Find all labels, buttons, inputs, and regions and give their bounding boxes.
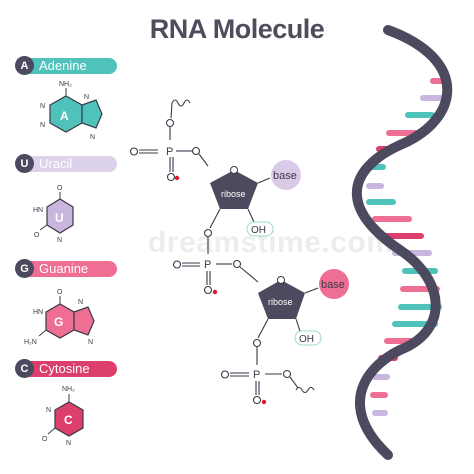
base-label-2: base [321,279,345,291]
adenine-n7: N [84,94,89,101]
uracil-ring-letter: U [55,211,64,225]
legend-adenine: A Adenine [15,56,117,75]
cytosine-n1: N [66,440,71,447]
legend-cytosine: C Cytosine [15,359,117,378]
uracil-molecule: U O O HN N [33,185,74,244]
base-bond-1 [257,177,271,184]
guanine-n7: N [78,299,83,306]
ribose-oxygen-2 [277,276,285,284]
oh-label-2: OH [299,334,314,345]
uracil-badge: U [15,154,34,173]
ribose-label-1: ribose [221,189,246,199]
phosphorus-3: P [253,369,260,381]
nucleotide-chain [129,99,209,182]
oh-pill-1 [246,221,274,237]
uracil-o4: O [57,185,63,192]
base-circle-1 [271,160,301,190]
base-circle-2 [319,269,349,299]
adenine-label: Adenine [29,57,117,74]
helix-backbone [351,25,453,460]
cytosine-ring-letter: C [64,413,73,427]
cytosine-o: O [42,436,48,443]
ribose-oxygen-1 [230,166,238,174]
uracil-label: Uracil [29,155,117,172]
uracil-hn: HN [33,207,43,214]
oh-label-1: OH [251,225,266,236]
guanine-o: O [57,289,63,296]
adenine-molecule: A NH₂ N N N N [40,81,103,141]
guanine-n9: N [88,339,93,346]
oh-pill-2 [294,330,322,346]
adenine-nh2: NH₂ [59,81,72,88]
uracil-n: N [57,237,62,244]
guanine-label: Guanine [29,260,117,277]
charge-dot-3 [261,399,267,405]
page-title: RNA Molecule [149,14,325,44]
phosphorus-1: P [166,146,173,158]
charge-dot-1 [174,175,180,181]
cytosine-label: Cytosine [29,360,117,377]
ribose-ring-2 [258,280,305,319]
guanine-badge: G [15,259,34,278]
ribose-ring-1 [210,170,258,209]
adenine-badge: A [15,56,34,75]
cytosine-badge: C [15,359,34,378]
cytosine-nh2: NH₂ [62,386,75,393]
legend-uracil: U Uracil [15,154,117,173]
adenine-n9: N [90,134,95,141]
charge-dot-2 [212,289,218,295]
ribose-label-2: ribose [268,297,293,307]
guanine-h2n: H₂N [24,339,37,346]
guanine-hn: HN [33,309,43,316]
phosphorus-2: P [204,259,211,271]
base-label-1: base [273,170,297,182]
guanine-molecule: G O HN H₂N N N [24,289,95,346]
adenine-ring-letter: A [60,109,69,123]
adenine-n3: N [40,122,45,129]
cytosine-n3: N [46,407,51,414]
legend-guanine: G Guanine [15,259,117,278]
adenine-n1: N [40,103,45,110]
cytosine-molecule: C NH₂ O N N [42,386,84,447]
uracil-o2: O [34,232,40,239]
guanine-ring-letter: G [54,315,63,329]
